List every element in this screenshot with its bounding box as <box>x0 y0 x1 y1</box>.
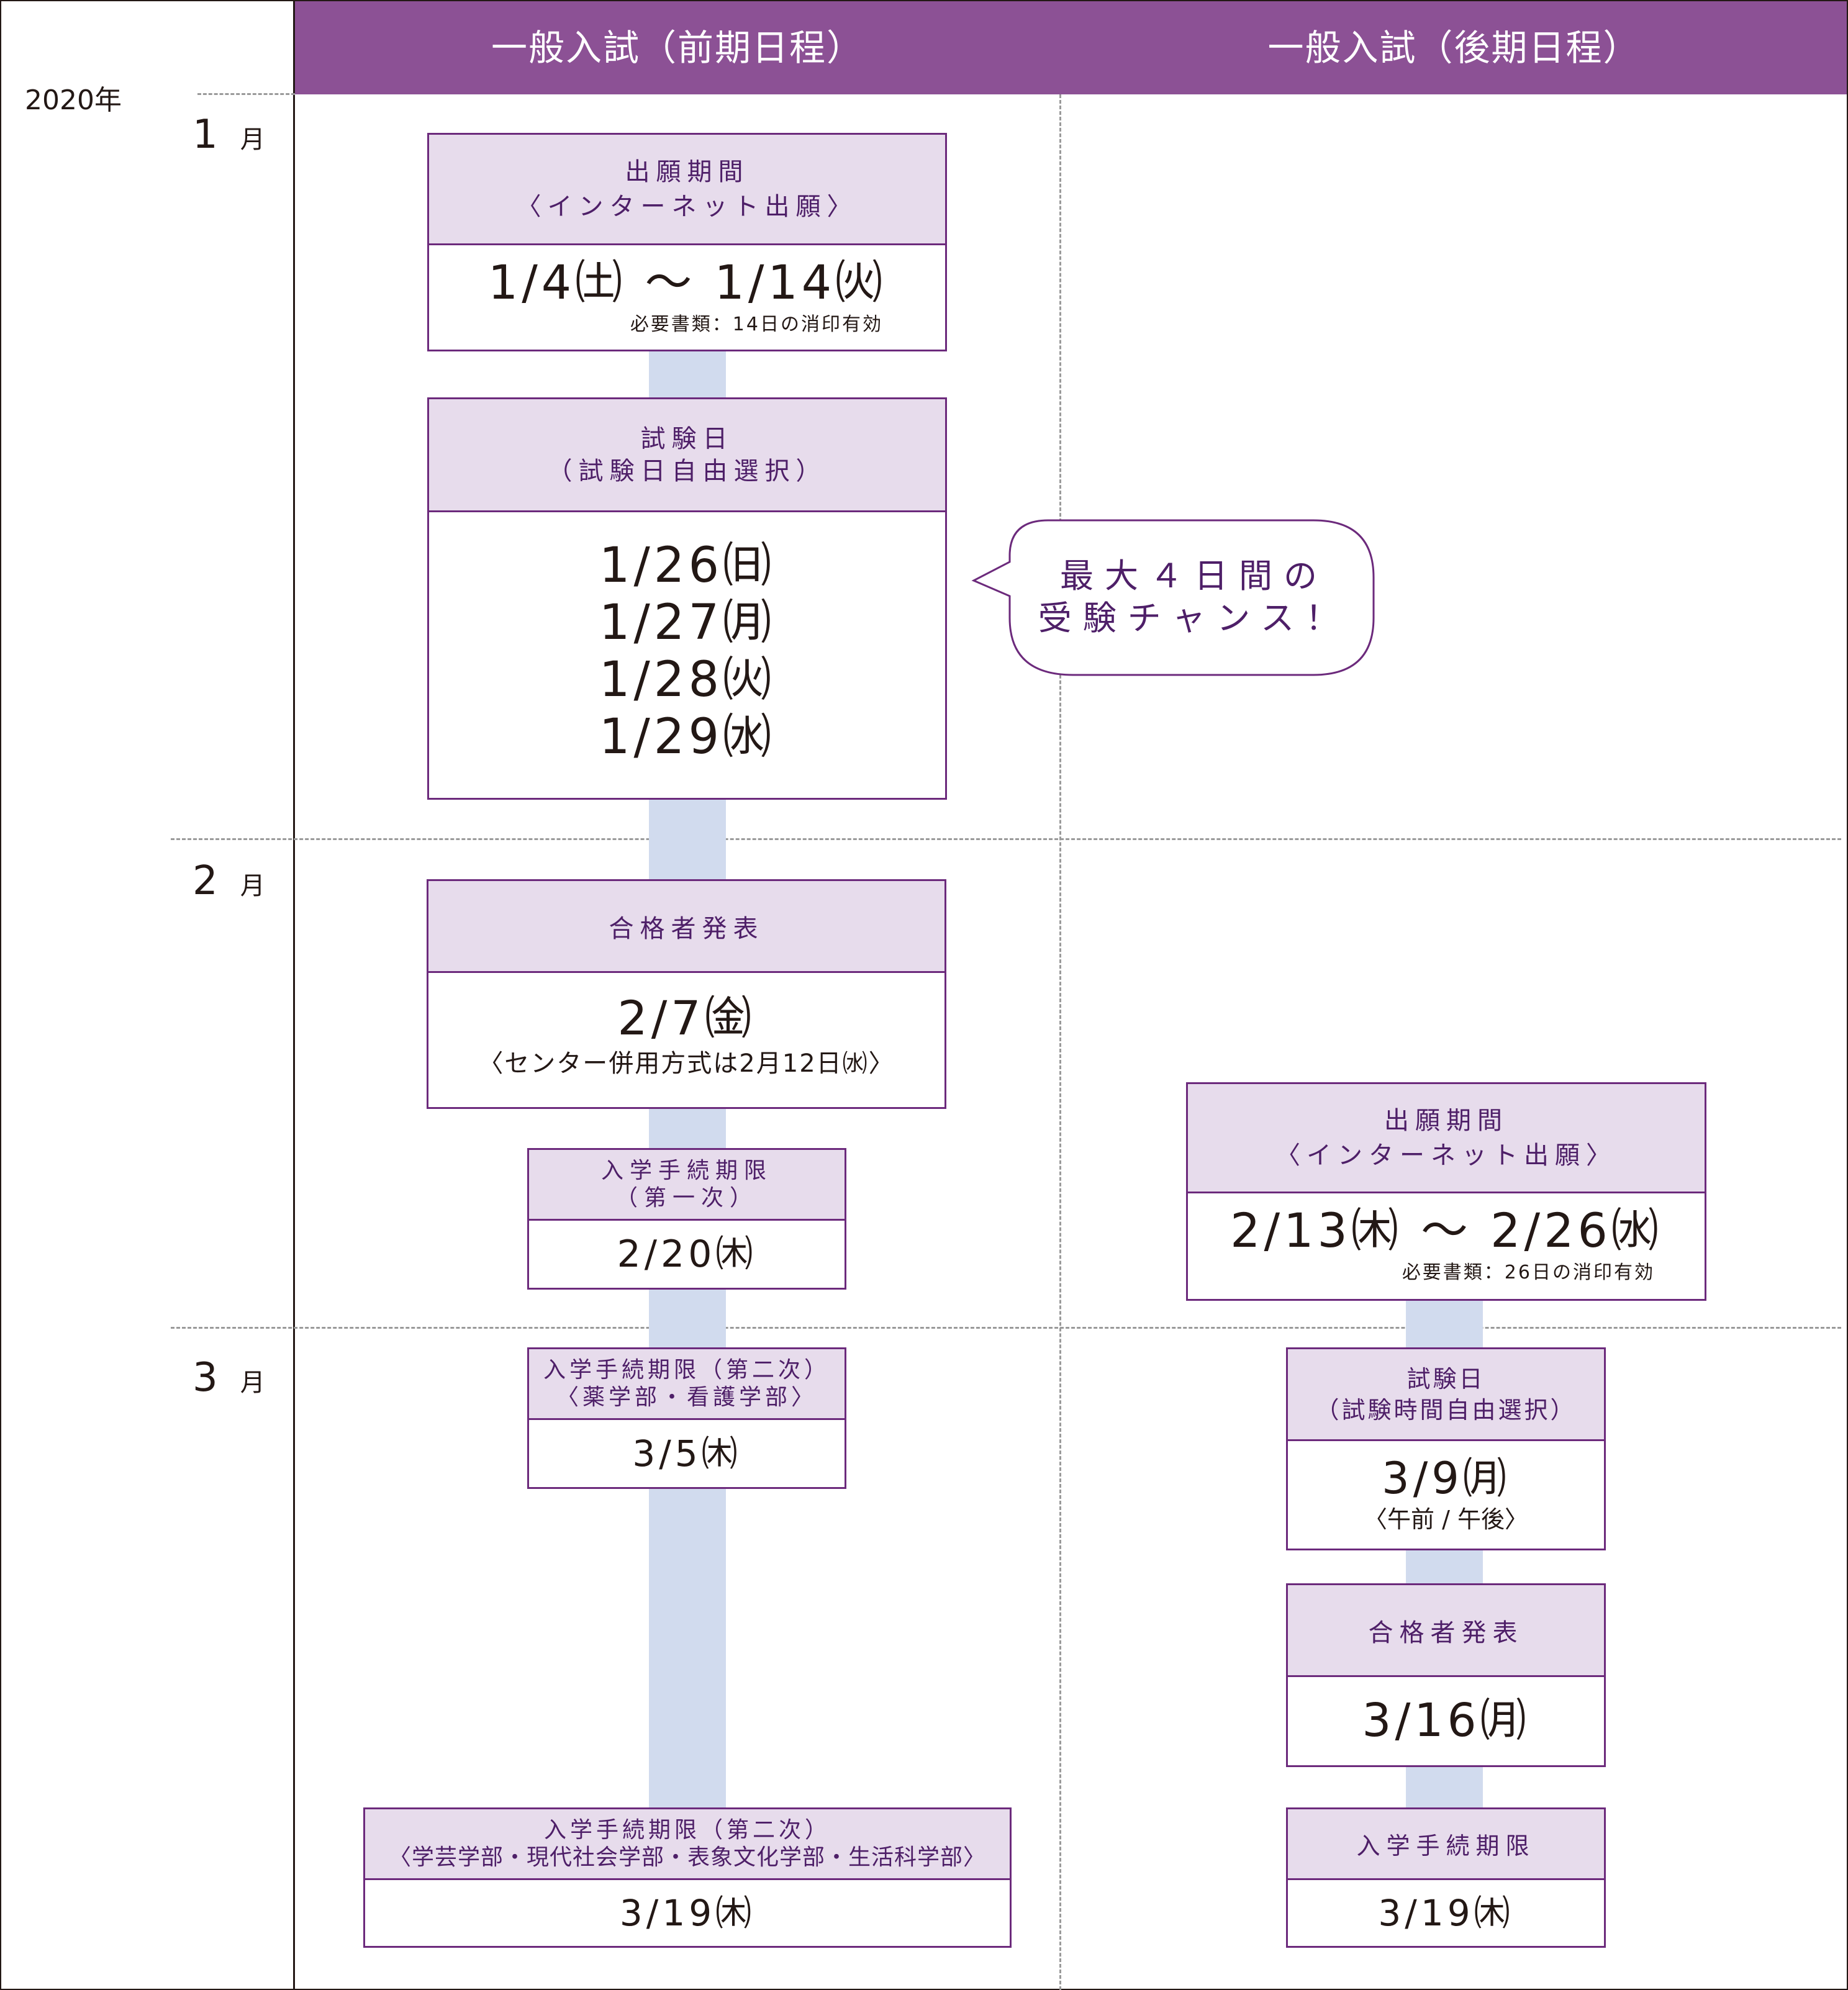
first-procedure2b-header: 入学手続期限（第二次） 〈学芸学部・現代社会学部・表象文化学部・生活科学部〉 <box>365 1809 1010 1880</box>
second-procedure-date: 3/19㈭ <box>1378 1892 1514 1934</box>
second-application-header: 出願期間 〈インターネット出願〉 <box>1188 1084 1705 1193</box>
first-announce-body: 2/7㈮ 〈センター併用方式は2月12日㈬〉 <box>428 973 944 1081</box>
first-exam-header: 試験日 （試験日自由選択） <box>429 399 945 512</box>
first-procedure2b-subtitle: 〈学芸学部・現代社会学部・表象文化学部・生活科学部〉 <box>388 1844 986 1870</box>
first-exam-title: 試験日 <box>640 424 734 453</box>
first-procedure1-box: 入学手続期限 （第一次） 2/20㈭ <box>527 1148 846 1290</box>
second-exam-body: 3/9㈪ 〈午前 / 午後〉 <box>1288 1441 1604 1535</box>
second-announce-title: 合格者発表 <box>1368 1618 1524 1647</box>
first-procedure2a-box: 入学手続期限（第二次） 〈薬学部・看護学部〉 3/5㈭ <box>527 1347 846 1489</box>
month-line-feb <box>171 838 1841 840</box>
first-application-note: 必要書類：14日の消印有効 <box>630 314 883 335</box>
second-application-subtitle: 〈インターネット出願〉 <box>1275 1141 1617 1170</box>
month-line-mar <box>171 1327 1841 1329</box>
second-exam-date: 3/9㈪ <box>1382 1453 1510 1504</box>
first-exam-subtitle: （試験日自由選択） <box>547 456 827 486</box>
header-second-period: 一般入試（後期日程） <box>1267 27 1641 69</box>
second-exam-header: 試験日 （試験時間自由選択） <box>1288 1349 1604 1441</box>
first-procedure2b-title: 入学手続期限（第二次） <box>543 1817 831 1843</box>
year-label: 2020年 <box>25 84 122 116</box>
callout-line-2: 受験チャンス！ <box>1038 599 1351 638</box>
first-announce-note: 〈センター併用方式は2月12日㈬〉 <box>478 1049 895 1078</box>
first-procedure1-title: 入学手続期限 <box>600 1157 772 1183</box>
second-exam-box: 試験日 （試験時間自由選択） 3/9㈪ 〈午前 / 午後〉 <box>1286 1347 1606 1550</box>
first-procedure1-header: 入学手続期限 （第一次） <box>529 1150 845 1221</box>
first-exam-dates: 1/26㈰ 1/27㈪ 1/28㈫ 1/29㈬ <box>429 512 945 766</box>
year-start-line <box>197 93 295 95</box>
first-procedure2b-date: 3/19㈭ <box>619 1892 756 1934</box>
first-procedure2a-subtitle: 〈薬学部・看護学部〉 <box>556 1384 817 1410</box>
second-announce-date: 3/16㈪ <box>1362 1694 1530 1747</box>
second-announce-box: 合格者発表 3/16㈪ <box>1286 1583 1606 1767</box>
header-first-period: 一般入試（前期日程） <box>491 27 864 69</box>
second-application-body: 2/13㈭ ～ 2/26㈬ 必要書類：26日の消印有効 <box>1188 1193 1705 1284</box>
second-procedure-title: 入学手続期限 <box>1356 1832 1536 1860</box>
first-application-body: 1/4㈯ ～ 1/14㈫ 必要書類：14日の消印有効 <box>429 245 945 336</box>
first-procedure2a-header: 入学手続期限（第二次） 〈薬学部・看護学部〉 <box>529 1349 845 1420</box>
second-exam-title: 試験日 <box>1406 1365 1485 1393</box>
second-application-note: 必要書類：26日の消印有効 <box>1402 1262 1655 1283</box>
second-application-dates: 2/13㈭ ～ 2/26㈬ <box>1230 1203 1662 1258</box>
first-exam-date-3: 1/28㈫ <box>599 652 776 708</box>
first-procedure2a-date: 3/5㈭ <box>632 1432 741 1475</box>
column-divider-dashed <box>1059 94 1061 1990</box>
month-column-divider <box>293 0 295 1990</box>
second-application-box: 出願期間 〈インターネット出願〉 2/13㈭ ～ 2/26㈬ 必要書類：26日の… <box>1186 1082 1706 1301</box>
header-band <box>295 1 1847 94</box>
callout-line-1: 最大４日間の <box>1060 556 1328 595</box>
second-procedure-box: 入学手続期限 3/19㈭ <box>1286 1807 1606 1948</box>
callout-bubble <box>971 519 1375 676</box>
first-procedure2b-box: 入学手続期限（第二次） 〈学芸学部・現代社会学部・表象文化学部・生活科学部〉 3… <box>363 1807 1012 1948</box>
first-exam-date-2: 1/27㈪ <box>599 595 776 651</box>
first-announce-date: 2/7㈮ <box>617 990 756 1046</box>
second-exam-note: 〈午前 / 午後〉 <box>1364 1506 1528 1533</box>
second-announce-header: 合格者発表 <box>1288 1585 1604 1677</box>
first-procedure1-date: 2/20㈭ <box>617 1232 757 1276</box>
first-application-dates: 1/4㈯ ～ 1/14㈫ <box>487 255 887 310</box>
first-procedure2a-title: 入学手続期限（第二次） <box>543 1357 830 1383</box>
first-application-subtitle: 〈インターネット出願〉 <box>516 192 858 221</box>
first-exam-box: 試験日 （試験日自由選択） 1/26㈰ 1/27㈪ 1/28㈫ 1/29㈬ <box>427 397 947 800</box>
first-procedure1-subtitle: （第一次） <box>615 1185 758 1211</box>
first-application-title: 出願期間 <box>625 157 750 186</box>
first-application-header: 出願期間 〈インターネット出願〉 <box>429 135 945 245</box>
first-announce-box: 合格者発表 2/7㈮ 〈センター併用方式は2月12日㈬〉 <box>427 879 946 1109</box>
first-exam-date-4: 1/29㈬ <box>599 709 776 765</box>
callout-text: 最大４日間の 受験チャンス！ <box>1011 520 1377 674</box>
second-application-title: 出願期間 <box>1384 1106 1508 1135</box>
first-exam-date-1: 1/26㈰ <box>599 538 776 594</box>
first-application-box: 出願期間 〈インターネット出願〉 1/4㈯ ～ 1/14㈫ 必要書類：14日の消… <box>427 133 947 351</box>
second-exam-subtitle: （試験時間自由選択） <box>1315 1396 1577 1424</box>
second-procedure-header: 入学手続期限 <box>1288 1809 1604 1880</box>
first-announce-title: 合格者発表 <box>609 914 764 943</box>
first-announce-header: 合格者発表 <box>428 881 944 973</box>
